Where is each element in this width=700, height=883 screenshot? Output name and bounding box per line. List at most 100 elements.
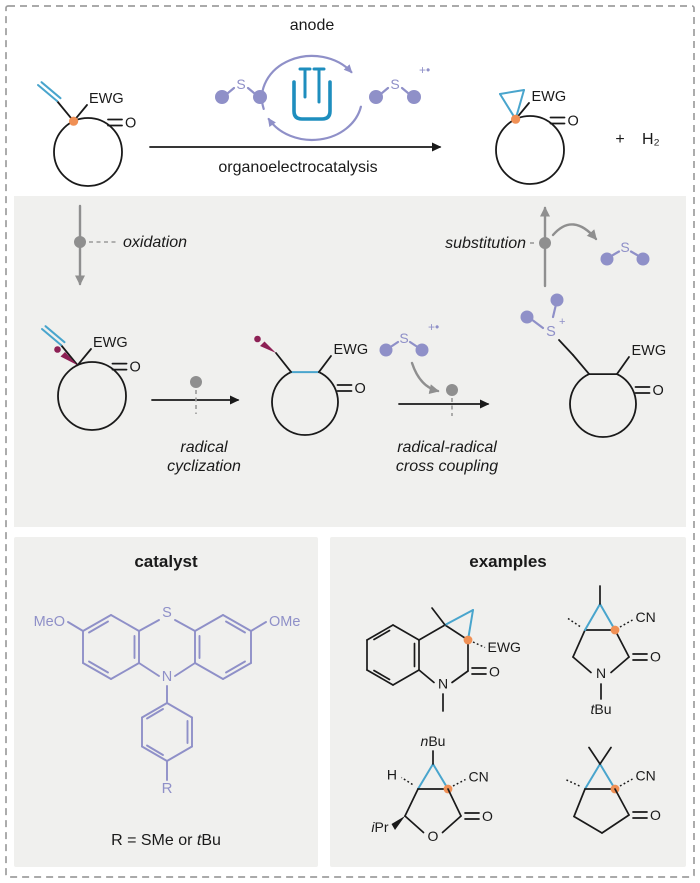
vinyl-double-bond: [41, 328, 62, 346]
methyl-ball: [600, 252, 614, 266]
oxygen-label: O: [489, 664, 500, 680]
product-structure: EWG O: [495, 89, 579, 185]
thioether-catalyst-left: S: [215, 76, 267, 104]
examples-panel: examples EWG O N: [366, 552, 661, 844]
reactive-site-dot: [510, 114, 521, 124]
oxygen-label: O: [355, 381, 366, 397]
oxygen-label: O: [125, 116, 136, 132]
radical-wedge: [60, 352, 78, 366]
methoxy-label-left: MeO: [34, 614, 65, 630]
cyclization-step: radical cyclization: [151, 376, 241, 475]
coupling-label-line2: cross coupling: [396, 458, 498, 475]
catalyst-dot: [539, 237, 551, 249]
thioether-leaving-group: S: [600, 239, 650, 266]
reactive-site-dot: [463, 635, 473, 645]
ring: [569, 373, 637, 438]
sulfur-label: S: [399, 330, 408, 346]
sulfonium-charge: +: [559, 316, 565, 328]
examples-title: examples: [469, 552, 547, 571]
radical-cation-charge: +•: [428, 320, 439, 334]
ewg-label: EWG: [488, 639, 521, 655]
oxygen-label: O: [130, 360, 141, 376]
tbu-label: tBu: [590, 701, 611, 717]
substitution-step: substitution: [445, 206, 598, 288]
product-ring: [495, 115, 565, 185]
methyl-ball: [215, 90, 229, 104]
methyl-ball: [369, 90, 383, 104]
mechanism-panel-background: [14, 196, 686, 527]
substrate-ring: [53, 117, 123, 187]
methyl-ball: [550, 293, 564, 307]
cyclization-label-line2: cyclization: [167, 458, 241, 475]
oxygen-label: O: [650, 807, 661, 823]
catalyst-dot: [446, 384, 458, 396]
nbu-label: nBu: [421, 733, 446, 749]
sulfur-label: S: [620, 239, 629, 255]
vinyl-double-bond: [37, 84, 58, 102]
sulfenyl-radical-cation: S +•: [379, 320, 439, 357]
example-4-cyclopentanone: CN O: [564, 746, 661, 834]
anode-label: anode: [290, 17, 335, 34]
sulfur-label: S: [236, 76, 245, 92]
methyl-ball: [415, 343, 429, 357]
methyl-ball: [407, 90, 421, 104]
electrochemical-cell-icon: [292, 67, 332, 121]
ewg-label: EWG: [89, 91, 124, 107]
hydrogen-label: H: [387, 767, 397, 783]
example-3-lactone: nBu H CN O O iPr: [371, 733, 493, 844]
catalyst-dot: [190, 376, 202, 388]
ewg-label: EWG: [334, 342, 369, 358]
radical-cation-charge: +•: [419, 63, 430, 77]
cyclized-radical-structure: EWG O: [254, 335, 369, 436]
plus-sign: +: [615, 131, 624, 148]
phenothiazine-structure: S N MeO OMe R: [34, 605, 301, 797]
examples-panel-background: [330, 537, 686, 867]
oxygen-label: O: [650, 649, 661, 665]
coupling-curved-arrow: [410, 361, 440, 395]
methoxy-label-right: OMe: [269, 614, 300, 630]
ring: [271, 371, 339, 436]
sulfonium-product-structure: S + EWG O: [520, 293, 666, 438]
hydrogen-byproduct: + H₂: [615, 131, 659, 148]
h2-label: H₂: [642, 131, 660, 148]
r-group-label: R: [162, 780, 173, 797]
nitrogen-label: N: [596, 665, 606, 681]
catalyst-dot: [74, 236, 86, 248]
r-definition: R = SMe or tBu: [111, 832, 221, 849]
thioether-radical-cation: S +•: [369, 63, 430, 104]
radical-dot: [54, 346, 61, 353]
nitrogen-label: N: [162, 669, 172, 685]
nitrogen-label: N: [438, 676, 448, 692]
oxygen-label: O: [653, 383, 664, 399]
oxidation-label: oxidation: [123, 234, 187, 251]
sulfur-label: S: [162, 605, 172, 621]
radical-dot: [254, 335, 261, 343]
example-2-lactam: CN O N tBu: [566, 585, 661, 717]
wedge-bond: [391, 816, 405, 830]
substrate-structure: EWG O: [37, 81, 136, 187]
oxidation-step: oxidation: [74, 204, 187, 286]
nitrile-label: CN: [469, 769, 489, 785]
methyl-ball: [253, 90, 267, 104]
reactive-site-dot: [69, 116, 79, 126]
nitrile-label: CN: [636, 609, 656, 625]
nitrile-label: CN: [636, 768, 656, 784]
sulfonium-sulfur-label: S: [546, 324, 556, 340]
catalyst-title: catalyst: [134, 552, 198, 571]
methyl-ball: [636, 252, 650, 266]
ewg-label: EWG: [93, 335, 128, 351]
cyclization-label-line1: radical: [180, 439, 228, 456]
catalyst-panel: catalyst S N: [34, 552, 301, 849]
ring: [57, 361, 127, 431]
reaction-arrow: organoelectrocatalysis: [149, 142, 442, 176]
coupling-step: radical-radical cross coupling: [396, 361, 498, 475]
substitution-label: substitution: [445, 235, 526, 252]
reactive-site-dot: [610, 625, 620, 635]
ring-oxygen-label: O: [428, 828, 439, 844]
reaction-condition-label: organoelectrocatalysis: [218, 159, 377, 176]
methyl-ball: [379, 343, 393, 357]
leaving-group-curved-arrow: [551, 223, 598, 241]
ewg-label: EWG: [532, 89, 567, 105]
ipr-label: iPr: [371, 819, 388, 835]
